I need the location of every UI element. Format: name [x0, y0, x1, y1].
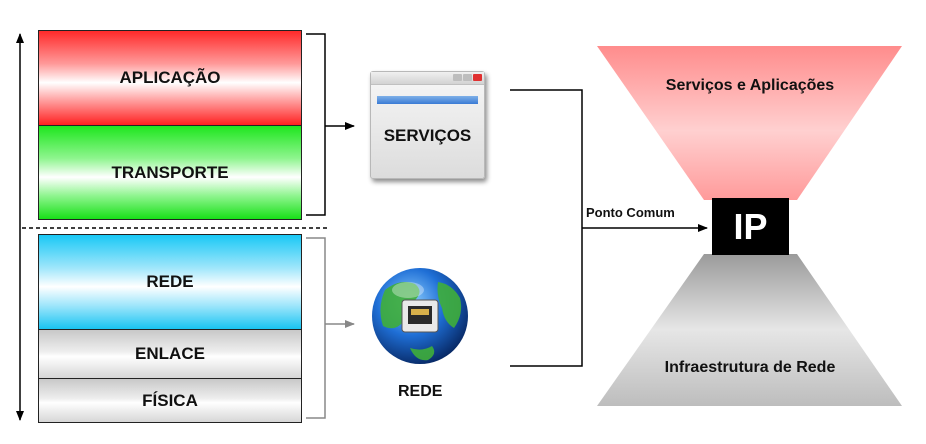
layer-aplicacao-label: APLICAÇÃO [119, 68, 221, 87]
globe-icon [372, 268, 468, 364]
services-window-icon: SERVIÇOS [370, 71, 485, 179]
window-header-bar [377, 96, 478, 104]
services-label: SERVIÇOS [383, 126, 472, 145]
layer-enlace: ENLACE [38, 329, 302, 379]
layer-enlace-label: ENLACE [135, 344, 205, 363]
connector-line [510, 89, 583, 367]
maximize-icon [463, 74, 472, 81]
hourglass-bottom [597, 254, 902, 406]
lower-bracket [306, 237, 326, 419]
ip-box: IP [712, 198, 789, 255]
minimize-icon [453, 74, 462, 81]
close-icon [473, 74, 482, 81]
ip-label: IP [733, 205, 768, 247]
layer-fisica-label: FÍSICA [142, 390, 198, 410]
connector-label: Ponto Comum [586, 205, 675, 220]
layer-transporte: TRANSPORTE [38, 125, 302, 220]
layer-rede-label: REDE [146, 272, 194, 291]
hourglass-bottom-label: Infraestrutura de Rede [664, 359, 836, 376]
layer-rede: REDE [38, 234, 302, 330]
window-titlebar [371, 72, 484, 85]
layer-transporte-label: TRANSPORTE [111, 162, 229, 182]
upper-bracket [306, 33, 326, 216]
globe-label: REDE [398, 383, 443, 400]
layer-aplicacao: APLICAÇÃO [38, 30, 302, 126]
hourglass-top-label: Serviços e Aplicações [665, 77, 835, 94]
layer-fisica: FÍSICA [38, 378, 302, 423]
hourglass-top [597, 46, 902, 200]
